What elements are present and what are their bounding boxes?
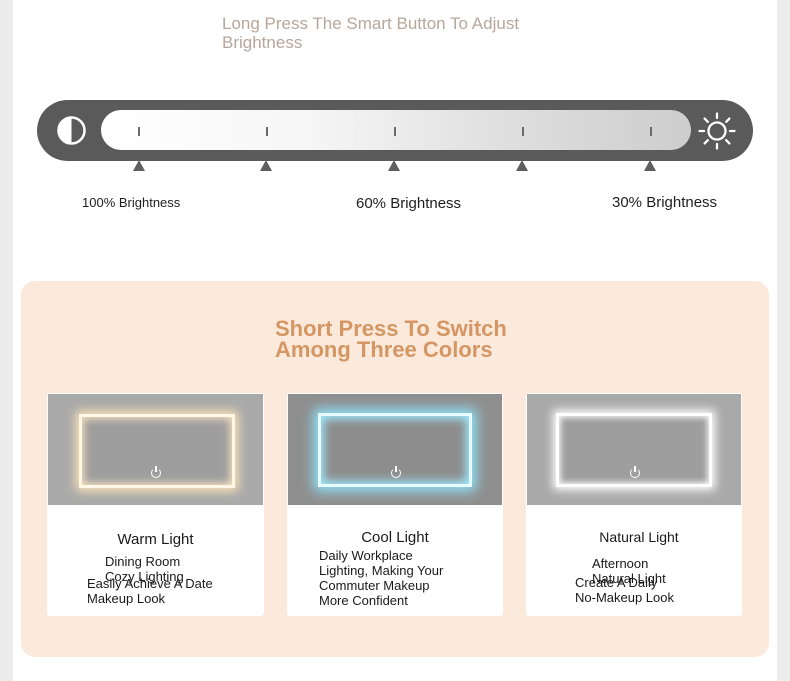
heading-line-2: Brightness: [222, 33, 303, 52]
desc-line: No-Makeup Look: [575, 590, 674, 605]
card-title: Warm Light: [117, 531, 194, 548]
brightness-track[interactable]: [101, 110, 691, 150]
brightness-slider[interactable]: [37, 100, 753, 161]
level-pointer: [388, 160, 400, 171]
section-heading-line-2: Among Three Colors: [275, 337, 493, 362]
desc-line: Commuter Makeup: [319, 578, 430, 593]
card-title: Cool Light: [361, 529, 429, 546]
desc-line: Easily Achieve A Date: [87, 576, 213, 591]
desc-line: More Confident: [319, 593, 408, 608]
desc-line: Afternoon: [592, 556, 649, 571]
desc-line: Lighting, Making Your: [319, 563, 444, 578]
section-heading: Short Press To Switch Among Three Colors: [275, 316, 575, 362]
level-pointer: [260, 160, 272, 171]
power-icon: [151, 466, 161, 478]
desc-line: Dining Room: [105, 554, 181, 569]
desc-line: Cozy Lighting: [105, 569, 184, 584]
card-description-b: Create A Daily No-Makeup Look: [575, 575, 674, 605]
slider-tick: [394, 127, 396, 136]
heading-line-1: Long Press The Smart Button To Adjust: [222, 14, 520, 33]
card-title: Natural Light: [599, 529, 679, 545]
desc-line: Makeup Look: [87, 591, 166, 606]
level-label-100: 100% Brightness: [82, 195, 181, 210]
cool-mirror-photo: [288, 394, 502, 505]
level-label-60: 60% Brightness: [356, 195, 462, 212]
level-pointer: [516, 160, 528, 171]
power-icon: [630, 466, 640, 478]
card-description-b: Easily Achieve A Date Makeup Look: [87, 576, 213, 606]
power-icon: [391, 466, 401, 478]
slider-tick: [138, 127, 140, 136]
card-description: Daily Workplace Lighting, Making Your Co…: [319, 548, 443, 608]
slider-tick: [650, 127, 652, 136]
page-heading: Long Press The Smart Button To Adjust Br…: [222, 14, 582, 52]
level-pointer: [644, 160, 656, 171]
natural-light-card: Natural Light Afternoon Natural Light Cr…: [526, 393, 742, 616]
warm-light-card: Warm Light Dining Room Cozy Lighting Eas…: [47, 393, 264, 616]
card-description-a: Afternoon Natural Light: [592, 556, 666, 586]
sun-icon: [698, 112, 736, 150]
desc-line: Create A Daily: [575, 575, 658, 590]
contrast-half-moon-icon: [57, 116, 86, 145]
slider-tick: [266, 127, 268, 136]
card-description-a: Dining Room Cozy Lighting: [105, 554, 184, 584]
warm-mirror-photo: [48, 394, 263, 505]
section-heading-line-1: Short Press To Switch: [275, 316, 507, 341]
cool-light-card: Cool Light Daily Workplace Lighting, Mak…: [287, 393, 503, 616]
level-label-30: 30% Brightness: [612, 194, 718, 211]
level-pointer: [133, 160, 145, 171]
natural-mirror-photo: [527, 394, 741, 505]
desc-line: Natural Light: [592, 571, 666, 586]
desc-line: Daily Workplace: [319, 548, 413, 563]
slider-tick: [522, 127, 524, 136]
